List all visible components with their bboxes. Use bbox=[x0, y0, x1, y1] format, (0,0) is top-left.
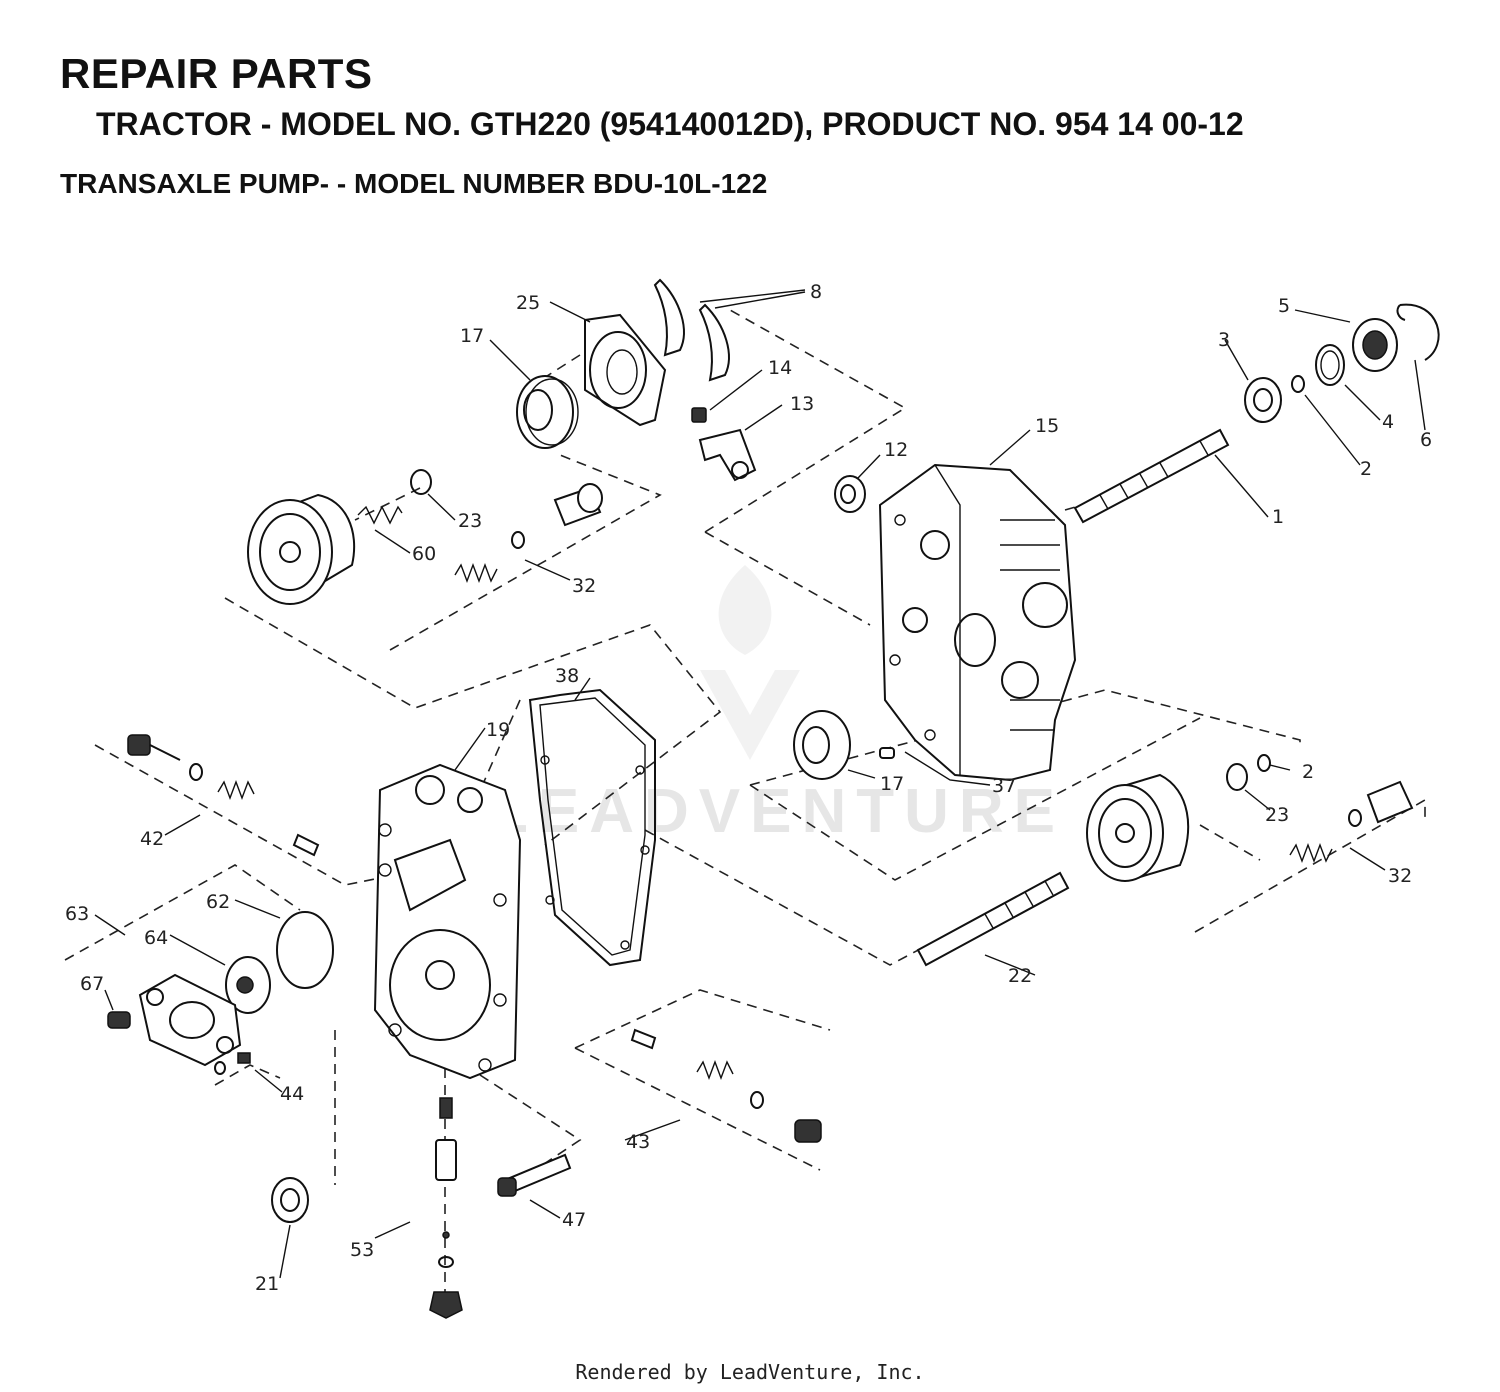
part-12-seal bbox=[834, 475, 866, 513]
part-15-housing bbox=[878, 463, 1077, 782]
label-1: 1 bbox=[1272, 506, 1284, 528]
callout-lines bbox=[94, 289, 1426, 1279]
label-21: 21 bbox=[255, 1273, 279, 1295]
part-13-trunnion-arm bbox=[698, 428, 757, 482]
part-piston-cylinder-upper bbox=[247, 493, 356, 605]
part-63-pump-cover bbox=[138, 973, 242, 1067]
part-62-seal-ring bbox=[276, 911, 334, 989]
watermark-text: LEADVENTURE bbox=[490, 777, 1065, 846]
label-19: 19 bbox=[486, 719, 510, 741]
label-4: 4 bbox=[1382, 411, 1394, 433]
part-4-washer bbox=[1315, 344, 1345, 386]
label-47: 47 bbox=[562, 1209, 586, 1231]
label-38: 38 bbox=[555, 665, 579, 687]
part-32-check-assembly-lower bbox=[1289, 780, 1414, 863]
label-32-lower: 32 bbox=[1388, 865, 1412, 887]
label-22: 22 bbox=[1008, 965, 1032, 987]
part-2-oring-right bbox=[1291, 375, 1305, 393]
part-67-screw bbox=[107, 1011, 131, 1029]
part-44-pin bbox=[214, 1052, 251, 1075]
part-21-seal bbox=[271, 1177, 309, 1223]
label-5: 5 bbox=[1278, 295, 1290, 317]
part-64-charge-pump bbox=[225, 956, 271, 1014]
part-47-bolt bbox=[497, 1153, 572, 1197]
label-12: 12 bbox=[884, 439, 908, 461]
part-number-labels: 1 2 2 3 4 5 6 8 12 13 14 15 17 17 19 21 … bbox=[65, 281, 1432, 1295]
label-23-upper: 23 bbox=[458, 510, 482, 532]
label-17-upper: 17 bbox=[460, 325, 484, 347]
page-title: REPAIR PARTS bbox=[60, 50, 373, 97]
watermark-logo bbox=[700, 565, 800, 760]
part-25-swashplate bbox=[584, 313, 667, 427]
part-32-check-assembly-upper bbox=[454, 483, 603, 583]
label-44: 44 bbox=[280, 1083, 304, 1105]
label-13: 13 bbox=[790, 393, 814, 415]
label-2-lower: 2 bbox=[1302, 761, 1314, 783]
label-63: 63 bbox=[65, 903, 89, 925]
part-60-spring bbox=[357, 505, 403, 525]
label-3: 3 bbox=[1218, 329, 1230, 351]
model-subtitle: TRACTOR - MODEL NO. GTH220 (954140012D),… bbox=[96, 106, 1244, 142]
label-42: 42 bbox=[140, 828, 164, 850]
part-17-bearing-lower bbox=[793, 710, 851, 780]
label-6: 6 bbox=[1420, 429, 1432, 451]
label-60: 60 bbox=[412, 543, 436, 565]
part-6-retaining-ring bbox=[1396, 303, 1440, 361]
part-8-thrust-inserts bbox=[653, 278, 730, 382]
part-19-end-cap bbox=[373, 763, 522, 1080]
label-43: 43 bbox=[626, 1131, 650, 1153]
part-17-bearing-upper bbox=[516, 375, 579, 449]
part-22-output-shaft bbox=[916, 871, 1070, 967]
part-37-pin bbox=[879, 747, 895, 759]
label-53: 53 bbox=[350, 1239, 374, 1261]
label-62: 62 bbox=[206, 891, 230, 913]
part-23-ring-lower bbox=[1226, 763, 1248, 791]
label-17-lower: 17 bbox=[880, 773, 904, 795]
label-2-upper: 2 bbox=[1360, 458, 1372, 480]
part-2-oring-lower bbox=[1257, 754, 1271, 772]
part-5-bearing bbox=[1352, 318, 1398, 372]
label-15: 15 bbox=[1035, 415, 1059, 437]
label-37: 37 bbox=[992, 775, 1016, 797]
label-23-lower: 23 bbox=[1265, 804, 1289, 826]
label-32-upper: 32 bbox=[572, 575, 596, 597]
footer-credit: Rendered by LeadVenture, Inc. bbox=[575, 1360, 925, 1384]
label-8: 8 bbox=[810, 281, 822, 303]
part-piston-cylinder-lower bbox=[1086, 773, 1190, 882]
label-25: 25 bbox=[516, 292, 540, 314]
part-1-input-shaft bbox=[1073, 428, 1230, 524]
part-42-valve-assembly bbox=[127, 734, 320, 857]
part-43-valve-assembly bbox=[630, 1028, 822, 1143]
part-23-ring-upper bbox=[410, 469, 432, 495]
label-14: 14 bbox=[768, 357, 792, 379]
part-3-bearing bbox=[1244, 377, 1282, 423]
label-64: 64 bbox=[144, 927, 168, 949]
part-14-slot-guide bbox=[691, 407, 707, 423]
label-67: 67 bbox=[80, 973, 104, 995]
section-title: TRANSAXLE PUMP- - MODEL NUMBER BDU-10L-1… bbox=[60, 168, 768, 199]
part-53-relief-valve bbox=[429, 1097, 463, 1319]
